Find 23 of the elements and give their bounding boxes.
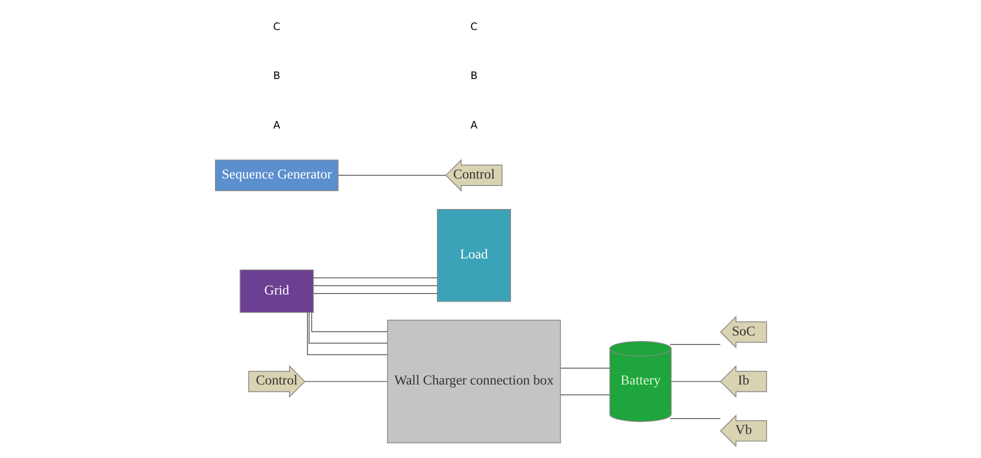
label: C bbox=[272, 22, 280, 33]
connector bbox=[312, 277, 438, 278]
node-box: Wall Charger connection box bbox=[386, 320, 560, 444]
connector bbox=[670, 381, 720, 382]
connector bbox=[669, 418, 720, 419]
label: A bbox=[272, 120, 280, 132]
connector bbox=[312, 285, 438, 286]
label: B bbox=[470, 71, 477, 82]
label: A bbox=[470, 120, 477, 132]
connector bbox=[312, 293, 438, 294]
connector bbox=[310, 312, 388, 332]
connector bbox=[308, 312, 388, 344]
connector bbox=[669, 344, 720, 345]
label: B bbox=[272, 71, 280, 82]
node-box: Load bbox=[436, 208, 511, 302]
label: C bbox=[470, 22, 478, 33]
connector bbox=[304, 381, 388, 382]
connector bbox=[306, 312, 388, 356]
connector bbox=[560, 368, 610, 369]
node-box: Grid bbox=[239, 269, 314, 313]
connector bbox=[337, 174, 446, 176]
node-box: Sequence Generator bbox=[214, 160, 338, 192]
connector bbox=[560, 394, 610, 396]
